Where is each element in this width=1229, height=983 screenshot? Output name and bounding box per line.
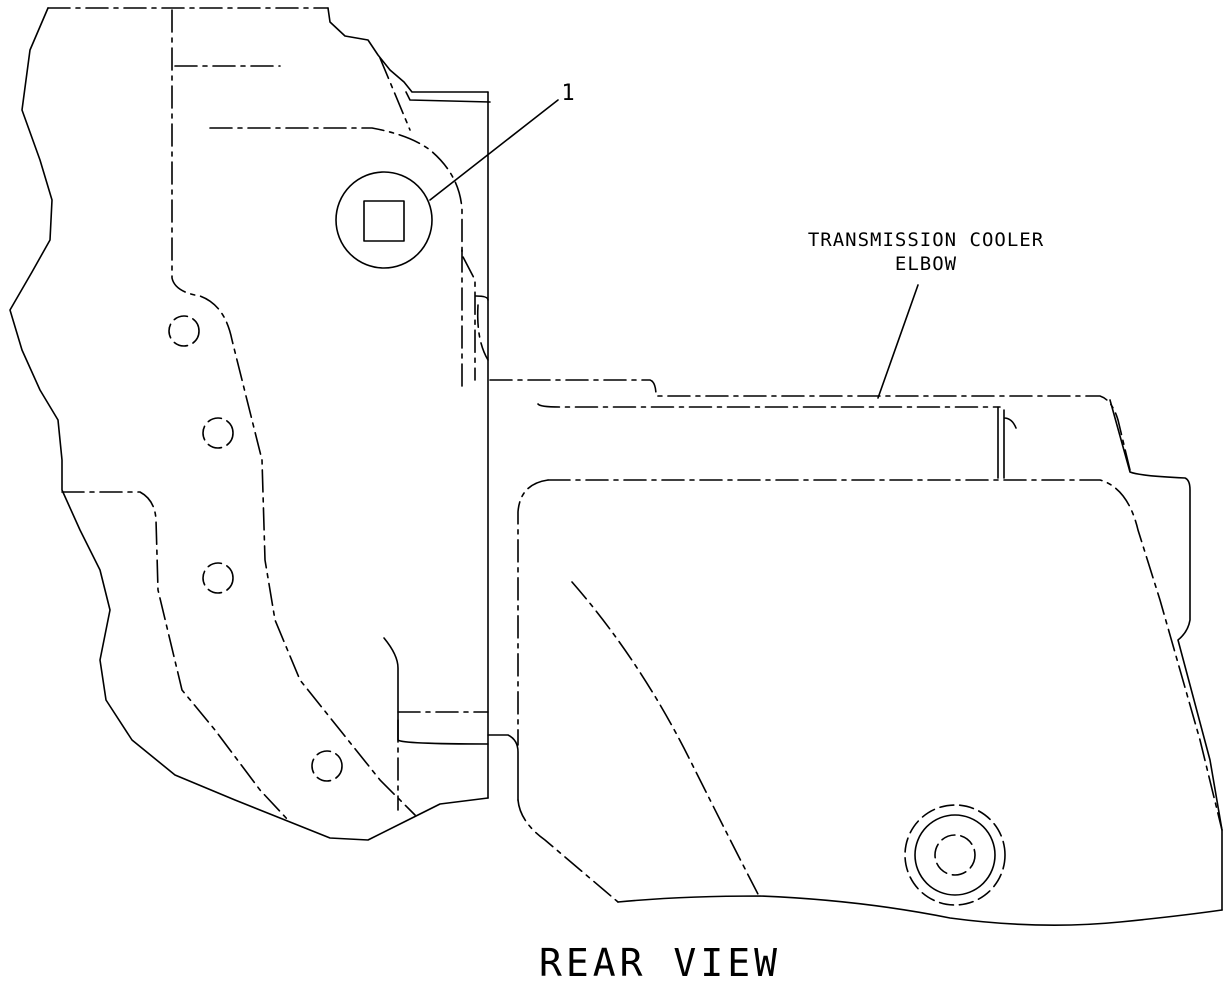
lower-block-solid — [383, 637, 489, 745]
boss-outer — [904, 804, 1006, 906]
bolt-hole-2 — [202, 417, 234, 449]
housing-step-dash — [475, 295, 489, 361]
plug-circle — [335, 171, 433, 269]
boss-inner — [934, 834, 976, 876]
cooler-body-left-solid — [487, 734, 519, 801]
transmission-cooler-label-line1: TRANSMISSION COOLER — [808, 229, 1044, 251]
plug-square-drive — [363, 200, 405, 242]
housing-inner-outline-a — [171, 9, 416, 816]
plate-inner-edge — [405, 91, 491, 103]
housing-inner-outline-b — [61, 491, 289, 821]
view-caption: REAR VIEW — [539, 941, 781, 983]
transmission-cooler-label-line2: ELBOW — [895, 253, 957, 275]
bolt-hole-4 — [311, 750, 343, 782]
cooler-flange — [1109, 399, 1223, 911]
bolt-hole-1 — [168, 315, 200, 347]
housing-top-dash-b — [209, 127, 476, 381]
boss-middle — [914, 814, 996, 896]
elbow-end-face — [997, 406, 1017, 479]
left-housing-break-line — [9, 7, 489, 841]
transmission-cooler-leader — [877, 284, 919, 399]
bolt-hole-3 — [202, 562, 234, 594]
cooler-body-top — [547, 479, 1223, 831]
internal-curve — [571, 581, 761, 899]
callout-1-label: 1 — [561, 81, 574, 106]
lower-block-dash — [397, 711, 489, 811]
right-housing-break-line — [617, 895, 1223, 926]
callout-1-leader — [429, 99, 559, 201]
left-housing-top-right-contour — [327, 7, 489, 93]
elbow-inner-edge — [537, 403, 1001, 408]
cooler-body-left — [517, 479, 549, 746]
elbow-top-edge — [489, 379, 1131, 471]
cooler-body-bottom-left — [517, 799, 619, 903]
housing-diagonal-dash — [379, 57, 411, 131]
